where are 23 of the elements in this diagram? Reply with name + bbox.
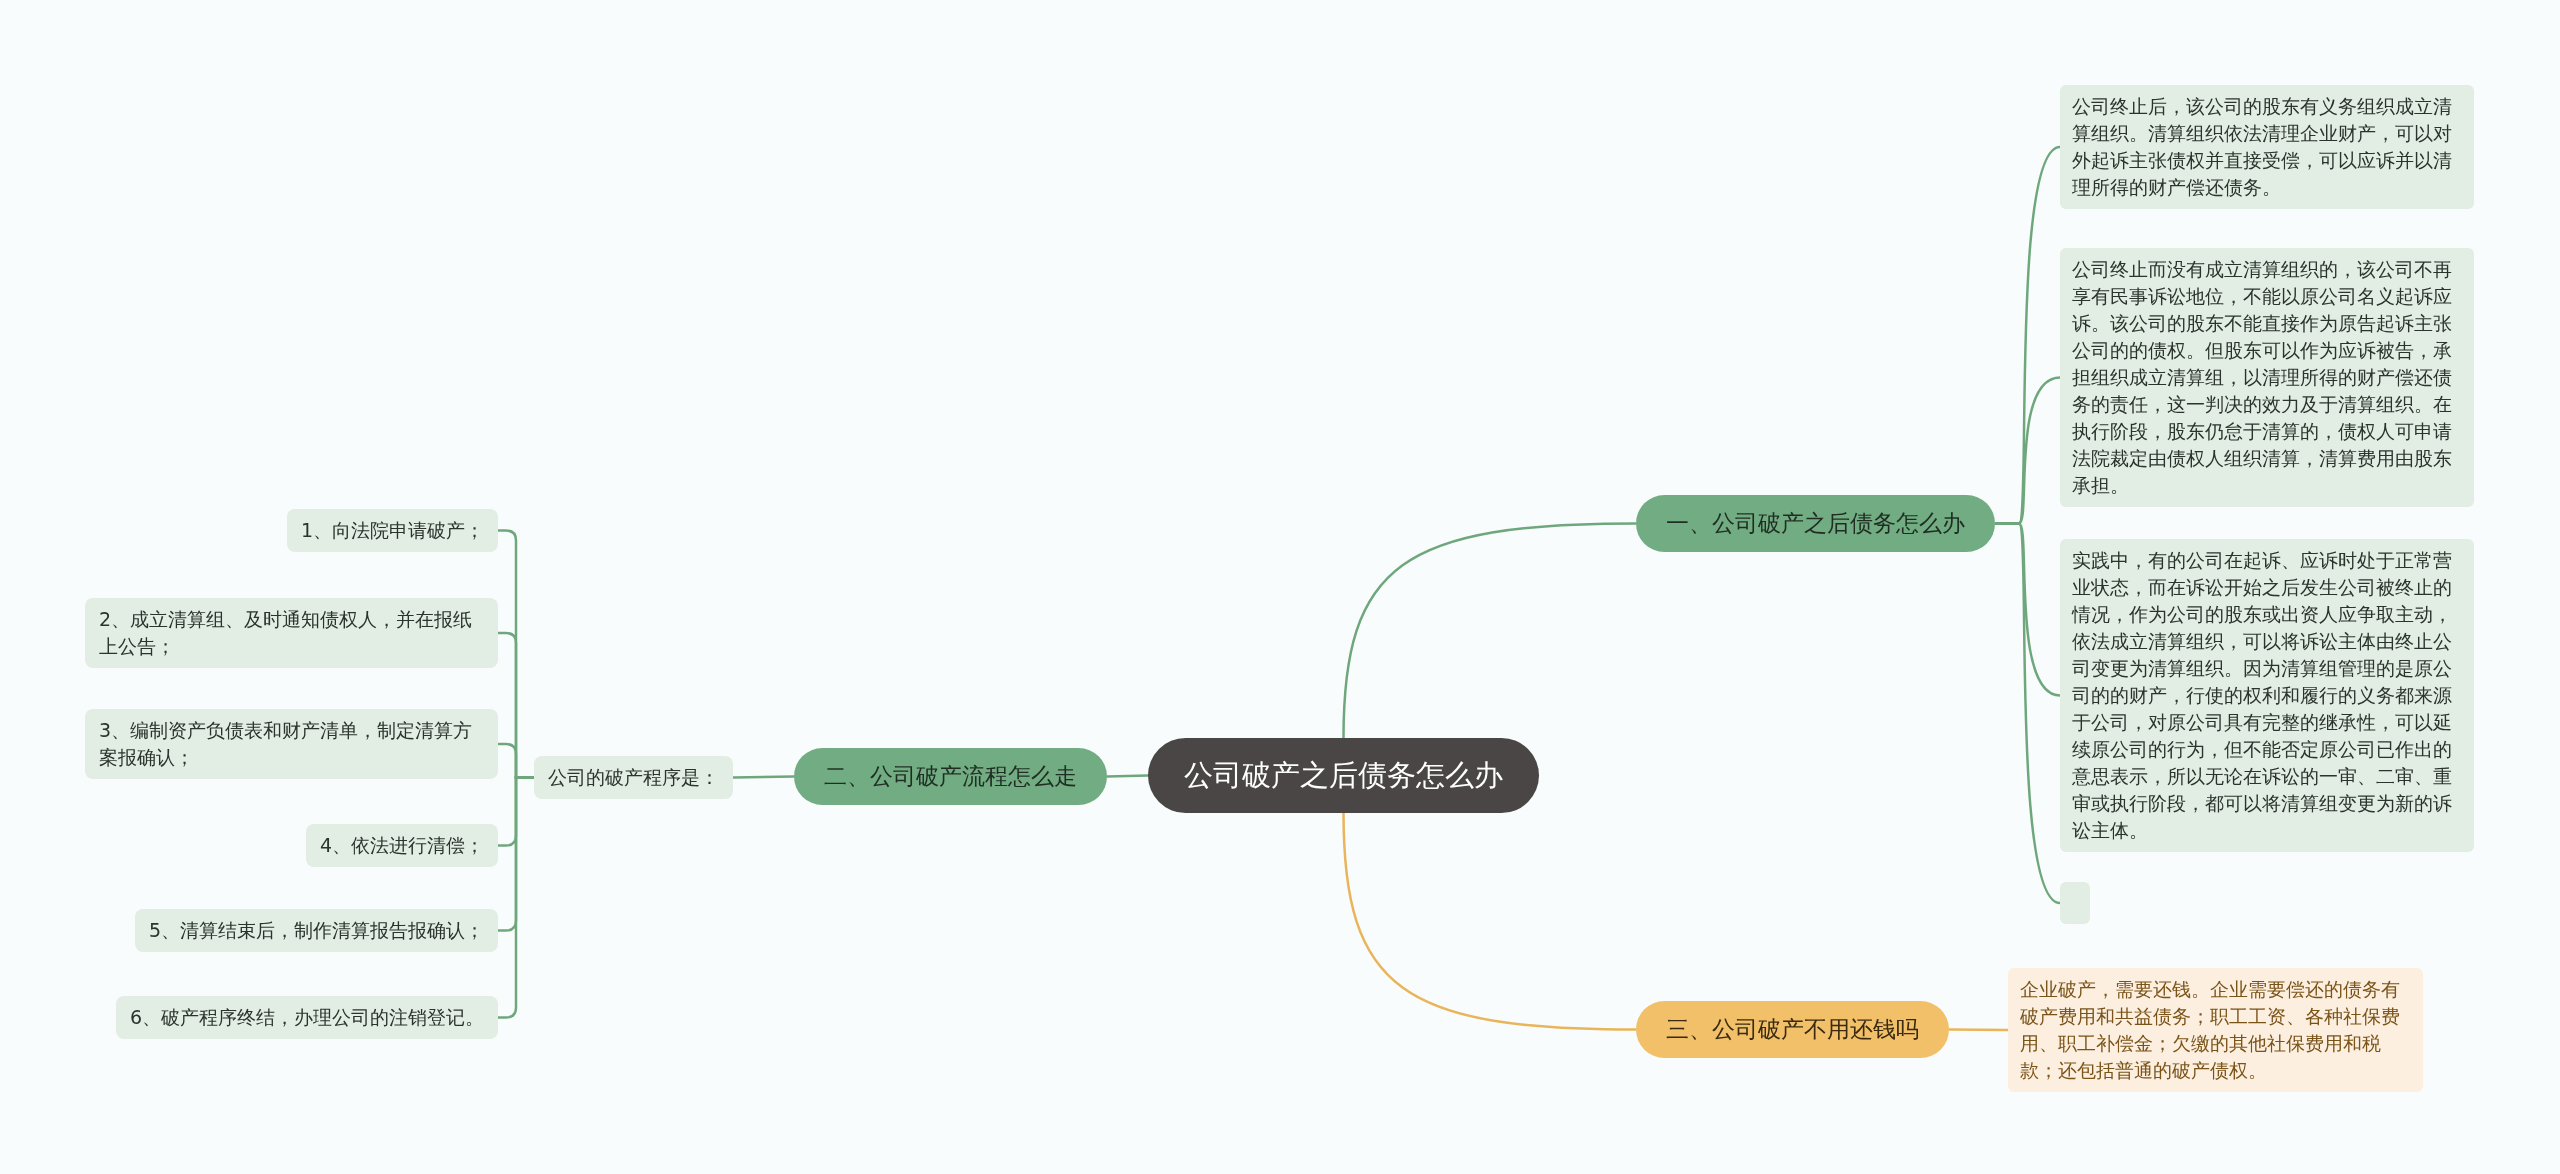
text-note: 实践中，有的公司在起诉、应诉时处于正常营业状态，而在诉讼开始之后发生公司被终止的情况，作为公司的股东或出资人应争取主动，依法成立清算组织，可以将诉讼主体由终止公司变更为清算组织。因为清算组管理的是原公司的的财产，行使的权利和履行的义务都来源于公司，对原公司具有完整的继承性，可以延续原公司的行为，但不能否定原公司已作出的意思表示，所以无论在诉讼的一审、二审、重审或执行阶段，都可以将清算组变更为新的诉讼主体。 — [2060, 539, 2474, 852]
list-item: 4、依法进行清偿； — [305, 824, 498, 867]
text-note: 公司终止而没有成立清算组织的，该公司不再享有民事诉讼地位，不能以原公司名义起诉应诉。该公司的股东不能直接作为原告起诉主张公司的的债权。但股东可以作为应诉被告，承担组织成立清算组，以清理所得的财产偿还债务的责任，这一判决的效力及于清算组织。在执行阶段，股东仍怠于清算的，债权人可申请法院裁定由债权人组织清算，清算费用由股东承担。 — [2060, 248, 2474, 507]
connector-line — [1342, 812, 1636, 1031]
list-item: 2、成立清算组、及时通知债权人，并在报纸上公告； — [85, 598, 498, 668]
text-note: 公司终止后，该公司的股东有义务组织成立清算组织。清算组织依法清理企业财产，可以对外起诉主张债权并直接受偿，可以应诉并以清理所得的财产偿还债务。 — [2060, 85, 2474, 209]
list-item: 1、向法院申请破产； — [286, 509, 498, 552]
empty-box — [2060, 882, 2090, 924]
central-topic: 公司破产之后债务怎么办 — [1148, 738, 1539, 813]
list-item: 5、清算结束后，制作清算报告报确认； — [134, 909, 498, 952]
connector-line — [1995, 522, 2061, 905]
connector-line — [1949, 1028, 2008, 1032]
list-item: 6、破产程序终结，办理公司的注销登记。 — [115, 996, 498, 1039]
branch-topic: 一、公司破产之后债务怎么办 — [1636, 495, 1995, 552]
subtopic: 公司的破产程序是： — [534, 756, 733, 799]
branch-topic: 二、公司破产流程怎么走 — [794, 748, 1107, 805]
connector-line — [732, 775, 795, 779]
connector-line — [1342, 522, 1636, 739]
connector-line — [1106, 774, 1149, 778]
text-note: 企业破产，需要还钱。企业需要偿还的债务有破产费用和共益债务；职工工资、各种社保费用、职工补偿金；欠缴的其他社保费用和税款；还包括普通的破产债权。 — [2008, 968, 2423, 1092]
connector-line — [498, 776, 534, 1019]
list-item: 3、编制资产负债表和财产清单，制定清算方案报确认； — [85, 709, 498, 779]
branch-topic: 三、公司破产不用还钱吗 — [1636, 1001, 1949, 1058]
